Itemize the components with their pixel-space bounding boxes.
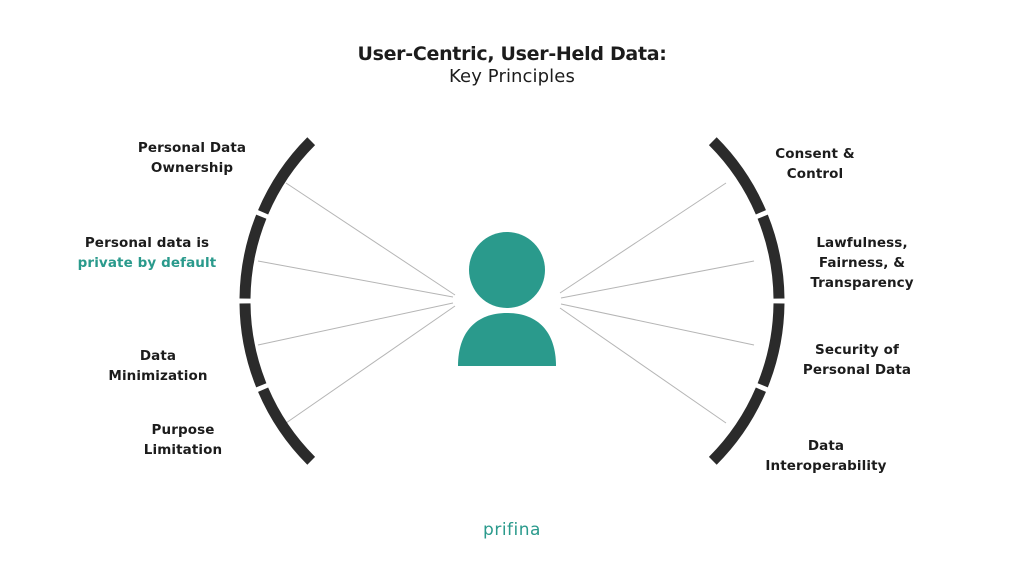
principle-purpose-limitation: Purpose Limitation bbox=[130, 420, 236, 460]
left-arc-segment-4 bbox=[258, 387, 316, 465]
connector-line-4 bbox=[285, 305, 456, 424]
user-icon bbox=[458, 232, 556, 366]
right-arc bbox=[708, 137, 785, 465]
principle-line: Security of bbox=[815, 342, 899, 358]
left-arc-segment-2 bbox=[239, 214, 267, 299]
left-arc-segment-1 bbox=[258, 137, 316, 215]
connector-line-2 bbox=[257, 260, 454, 298]
principle-line: Data bbox=[807, 438, 845, 454]
principle-line: Personal Data bbox=[137, 140, 247, 156]
connector-line-8 bbox=[559, 307, 727, 424]
principle-line: Interoperability bbox=[765, 458, 887, 474]
principle-line: Ownership bbox=[150, 160, 234, 176]
principle-line: Purpose bbox=[151, 422, 215, 438]
principle-data-interoperability: Data Interoperability bbox=[760, 436, 892, 476]
principle-line: Lawfulness, bbox=[816, 235, 908, 251]
principle-line: Transparency bbox=[810, 275, 914, 291]
principle-line: Control bbox=[786, 166, 844, 182]
principle-private-by-default: Personal data is private by default bbox=[70, 233, 224, 273]
principle-line: Minimization bbox=[108, 368, 208, 384]
principle-personal-data-ownership: Personal Data Ownership bbox=[130, 138, 254, 178]
principle-lawfulness-fairness-transparency: Lawfulness, Fairness, & Transparency bbox=[800, 233, 924, 293]
right-arc-segment-4 bbox=[708, 387, 766, 465]
connector-line-5 bbox=[559, 182, 727, 294]
connector-line-1 bbox=[285, 182, 456, 296]
principle-line: Data bbox=[139, 348, 177, 364]
principle-data-minimization: Data Minimization bbox=[100, 346, 216, 386]
right-arc-segment-3 bbox=[757, 303, 785, 388]
right-arc-segment-1 bbox=[708, 137, 766, 215]
right-arc-segment-2 bbox=[757, 214, 785, 299]
connector-line-7 bbox=[560, 303, 755, 346]
principle-line: Limitation bbox=[143, 442, 223, 458]
principle-line: Personal Data bbox=[802, 362, 912, 378]
principle-line: Personal data is bbox=[84, 235, 210, 251]
principle-consent-control: Consent & Control bbox=[760, 144, 870, 184]
connector-lines bbox=[257, 182, 755, 424]
brand-logo: prifina bbox=[483, 520, 541, 540]
connector-line-6 bbox=[560, 260, 755, 299]
principle-security-personal-data: Security of Personal Data bbox=[794, 340, 920, 380]
principle-line-highlight: private by default bbox=[77, 255, 217, 271]
left-arc bbox=[239, 137, 316, 465]
left-arc-segment-3 bbox=[239, 303, 267, 388]
connector-line-3 bbox=[257, 302, 454, 346]
principle-line: Fairness, & bbox=[818, 255, 906, 271]
principle-line: Consent & bbox=[775, 146, 855, 162]
page-title: User-Centric, User-Held Data: bbox=[357, 43, 667, 65]
page-subtitle: Key Principles bbox=[449, 66, 575, 87]
